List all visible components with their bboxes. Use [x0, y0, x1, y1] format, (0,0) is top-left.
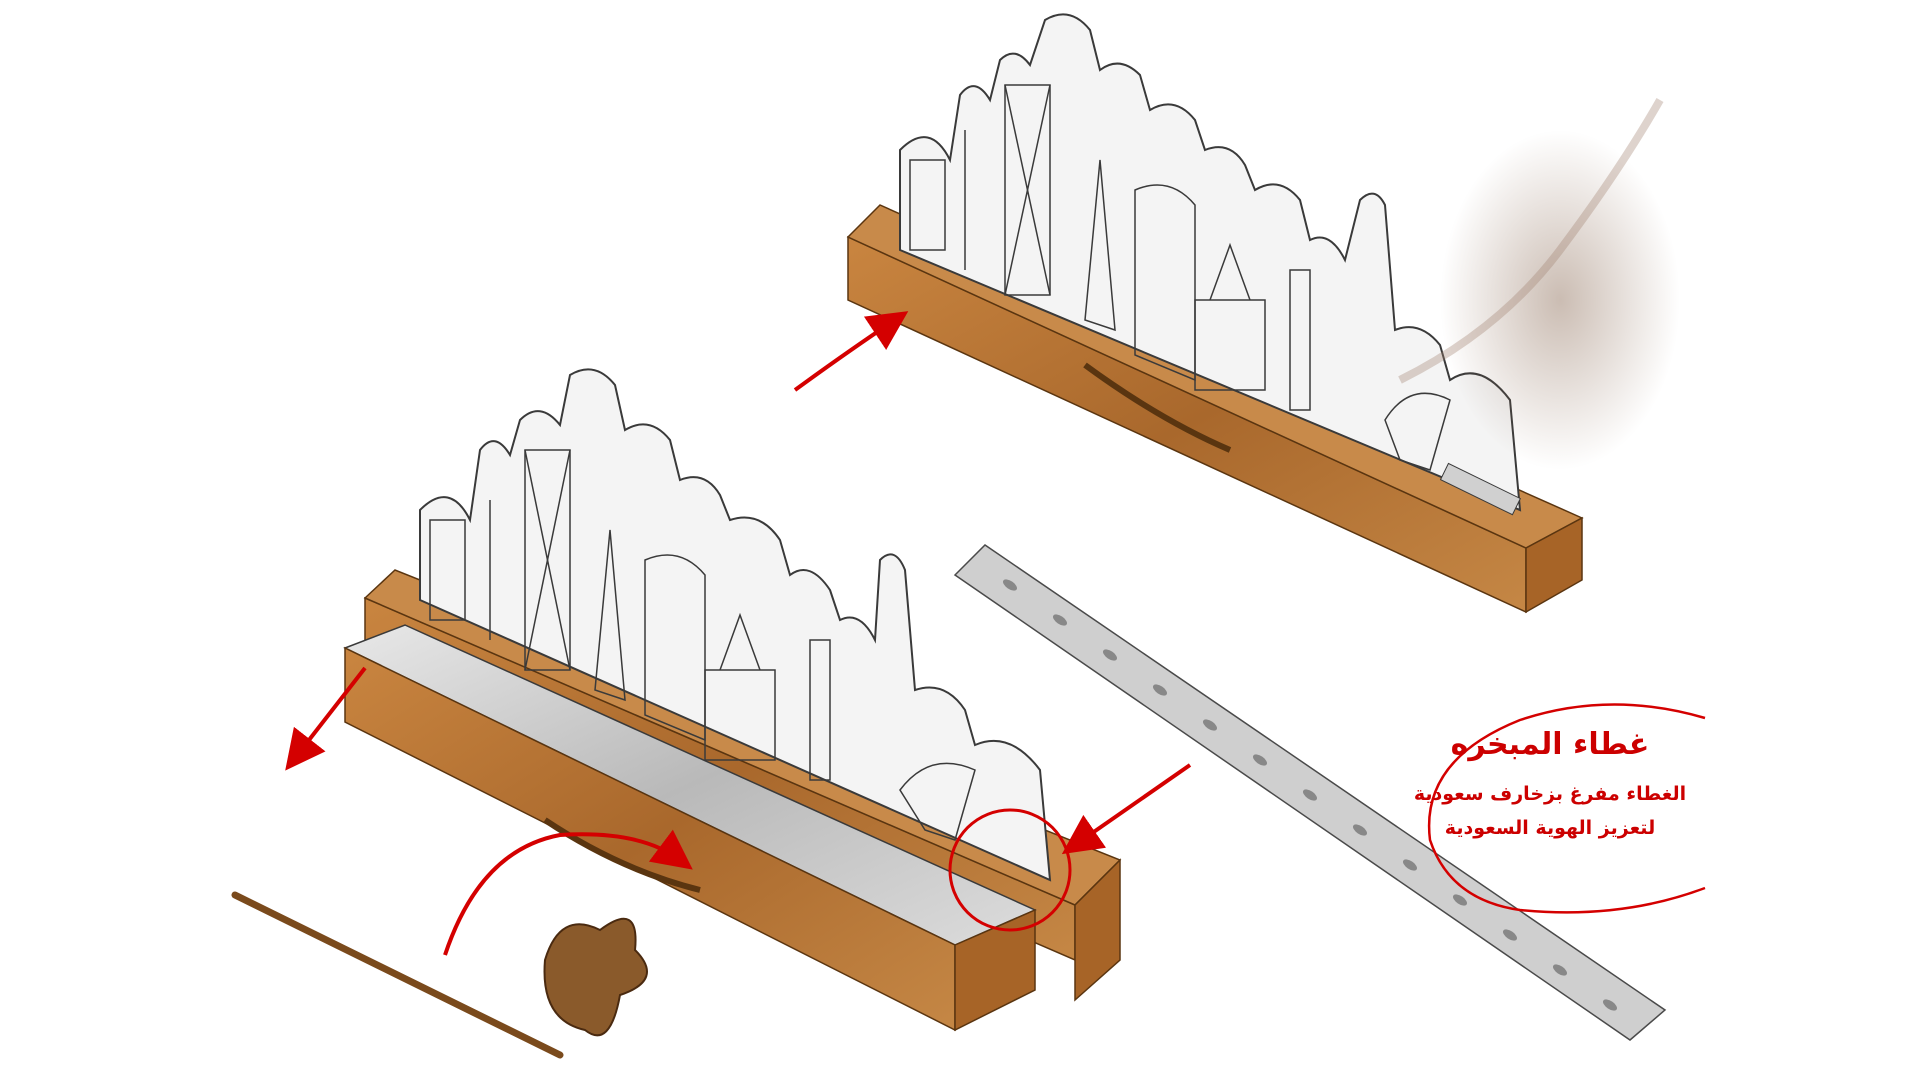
callout-bubble: [1427, 703, 1706, 914]
lower-box-end: [1074, 858, 1121, 1002]
cover-strip-installed: [1439, 462, 1522, 516]
skyline-buildings: [909, 84, 1451, 471]
cover-pattern: [1003, 579, 1617, 1011]
smoke: [1440, 130, 1680, 470]
smoke-wisp: [1398, 98, 1664, 384]
arrow-pull-out: [285, 666, 367, 771]
cover-callout: غطاء المبخره الغطاء مفرغ بزخارف سعودية ل…: [1400, 725, 1700, 845]
bakhoor-piece: [543, 917, 648, 1037]
lower-skyline-buildings: [429, 449, 976, 841]
perforated-cover: [953, 544, 1667, 1041]
incense-stick: [231, 891, 564, 1059]
drawer-handle-slot: [1083, 362, 1232, 453]
arrow-to-cover: [1061, 763, 1192, 855]
callout-line-2: لتعزيز الهوية السعودية: [1444, 817, 1656, 839]
callout-title: غطاء المبخره: [1450, 727, 1650, 762]
assembled-burner: [846, 13, 1680, 614]
drawer-handle: [543, 817, 701, 893]
skyline-panel: [899, 13, 1522, 512]
lower-skyline-panel: [419, 368, 1052, 882]
drawer-end: [954, 908, 1036, 1032]
arrow-insert-stick: [443, 829, 693, 956]
burner-box-end: [1525, 516, 1583, 614]
detail-highlight-circle: [948, 808, 1072, 932]
annotation-arrows: [285, 311, 1192, 956]
open-drawer-burner: [343, 368, 1122, 1032]
callout-line-1: الغطاء مفرغ بزخارف سعودية: [1413, 783, 1687, 805]
arrow-to-drawer-top: [793, 311, 909, 392]
